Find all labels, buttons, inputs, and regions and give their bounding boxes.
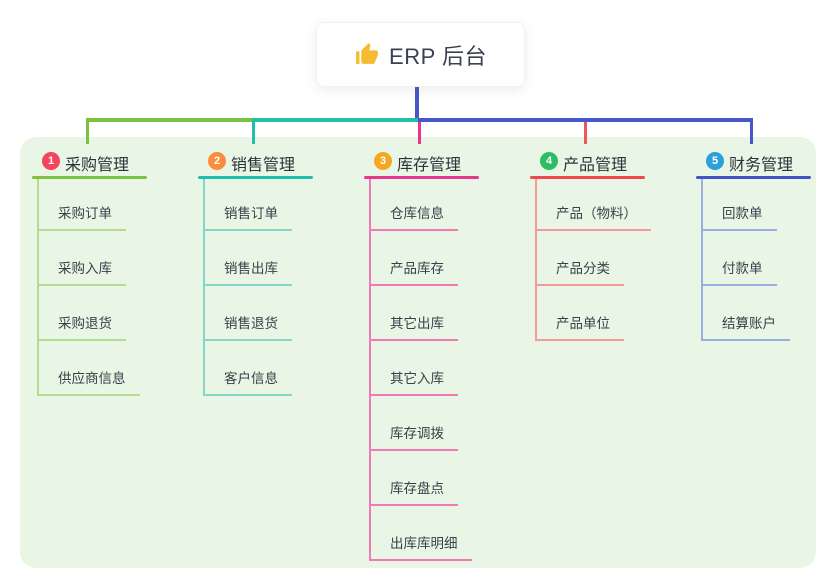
branch-drop-line [252,118,255,144]
branch-item-node[interactable]: 出库库明细 [369,532,472,561]
branch-item-node[interactable]: 回款单 [701,202,777,231]
branch-item-node[interactable]: 结算账户 [701,312,790,341]
branch-item-node[interactable]: 其它出库 [369,312,458,341]
branch-item-node[interactable]: 产品单位 [535,312,624,341]
branch-item-node[interactable]: 产品分类 [535,257,624,286]
branch-item-node[interactable]: 库存调拨 [369,422,458,451]
root-node-label: ERP 后台 [389,43,487,69]
branch-title[interactable]: 产品管理 [563,157,628,174]
branch-drop-line [750,118,753,144]
trunk-segment-left [86,118,252,122]
branch-number-badge: 1 [42,152,60,170]
branch-title[interactable]: 库存管理 [397,157,462,174]
branch-number-badge: 5 [706,152,724,170]
branch-title[interactable]: 销售管理 [231,157,296,174]
thumbs-up-icon [354,42,379,67]
branch-title-underline [696,176,811,179]
branch-title[interactable]: 财务管理 [729,157,794,174]
trunk-segment-mid [252,118,418,122]
branches-background-panel [20,137,816,568]
branch-trunk-line [369,179,371,561]
branch-title-underline [364,176,479,179]
branch-item-node[interactable]: 仓库信息 [369,202,458,231]
branch-number-badge: 2 [208,152,226,170]
branch-item-node[interactable]: 采购退货 [37,312,126,341]
branch-number-badge: 3 [374,152,392,170]
branch-drop-line [584,122,587,144]
branch-title-underline [32,176,147,179]
root-stem-line [415,84,419,122]
branch-item-node[interactable]: 客户信息 [203,367,292,396]
branch-item-node[interactable]: 采购入库 [37,257,126,286]
branch-item-node[interactable]: 销售出库 [203,257,292,286]
branch-item-node[interactable]: 其它入库 [369,367,458,396]
branch-item-node[interactable]: 供应商信息 [37,367,140,396]
branch-item-node[interactable]: 销售退货 [203,312,292,341]
root-node-erp[interactable]: ERP 后台 [316,22,525,87]
branch-drop-line [418,122,421,144]
branch-trunk-line [203,179,205,396]
branch-trunk-line [701,179,703,341]
branch-item-node[interactable]: 库存盘点 [369,477,458,506]
branch-trunk-line [37,179,39,396]
branch-item-node[interactable]: 销售订单 [203,202,292,231]
branch-item-node[interactable]: 付款单 [701,257,777,286]
branch-title-underline [530,176,645,179]
branch-drop-line [86,118,89,144]
branch-title-underline [198,176,313,179]
branch-number-badge: 4 [540,152,558,170]
branch-item-node[interactable]: 产品库存 [369,257,458,286]
branch-trunk-line [535,179,537,341]
branch-title[interactable]: 采购管理 [65,157,130,174]
trunk-segment-right [418,118,753,122]
branch-item-node[interactable]: 产品（物料） [535,202,651,231]
branch-item-node[interactable]: 采购订单 [37,202,126,231]
